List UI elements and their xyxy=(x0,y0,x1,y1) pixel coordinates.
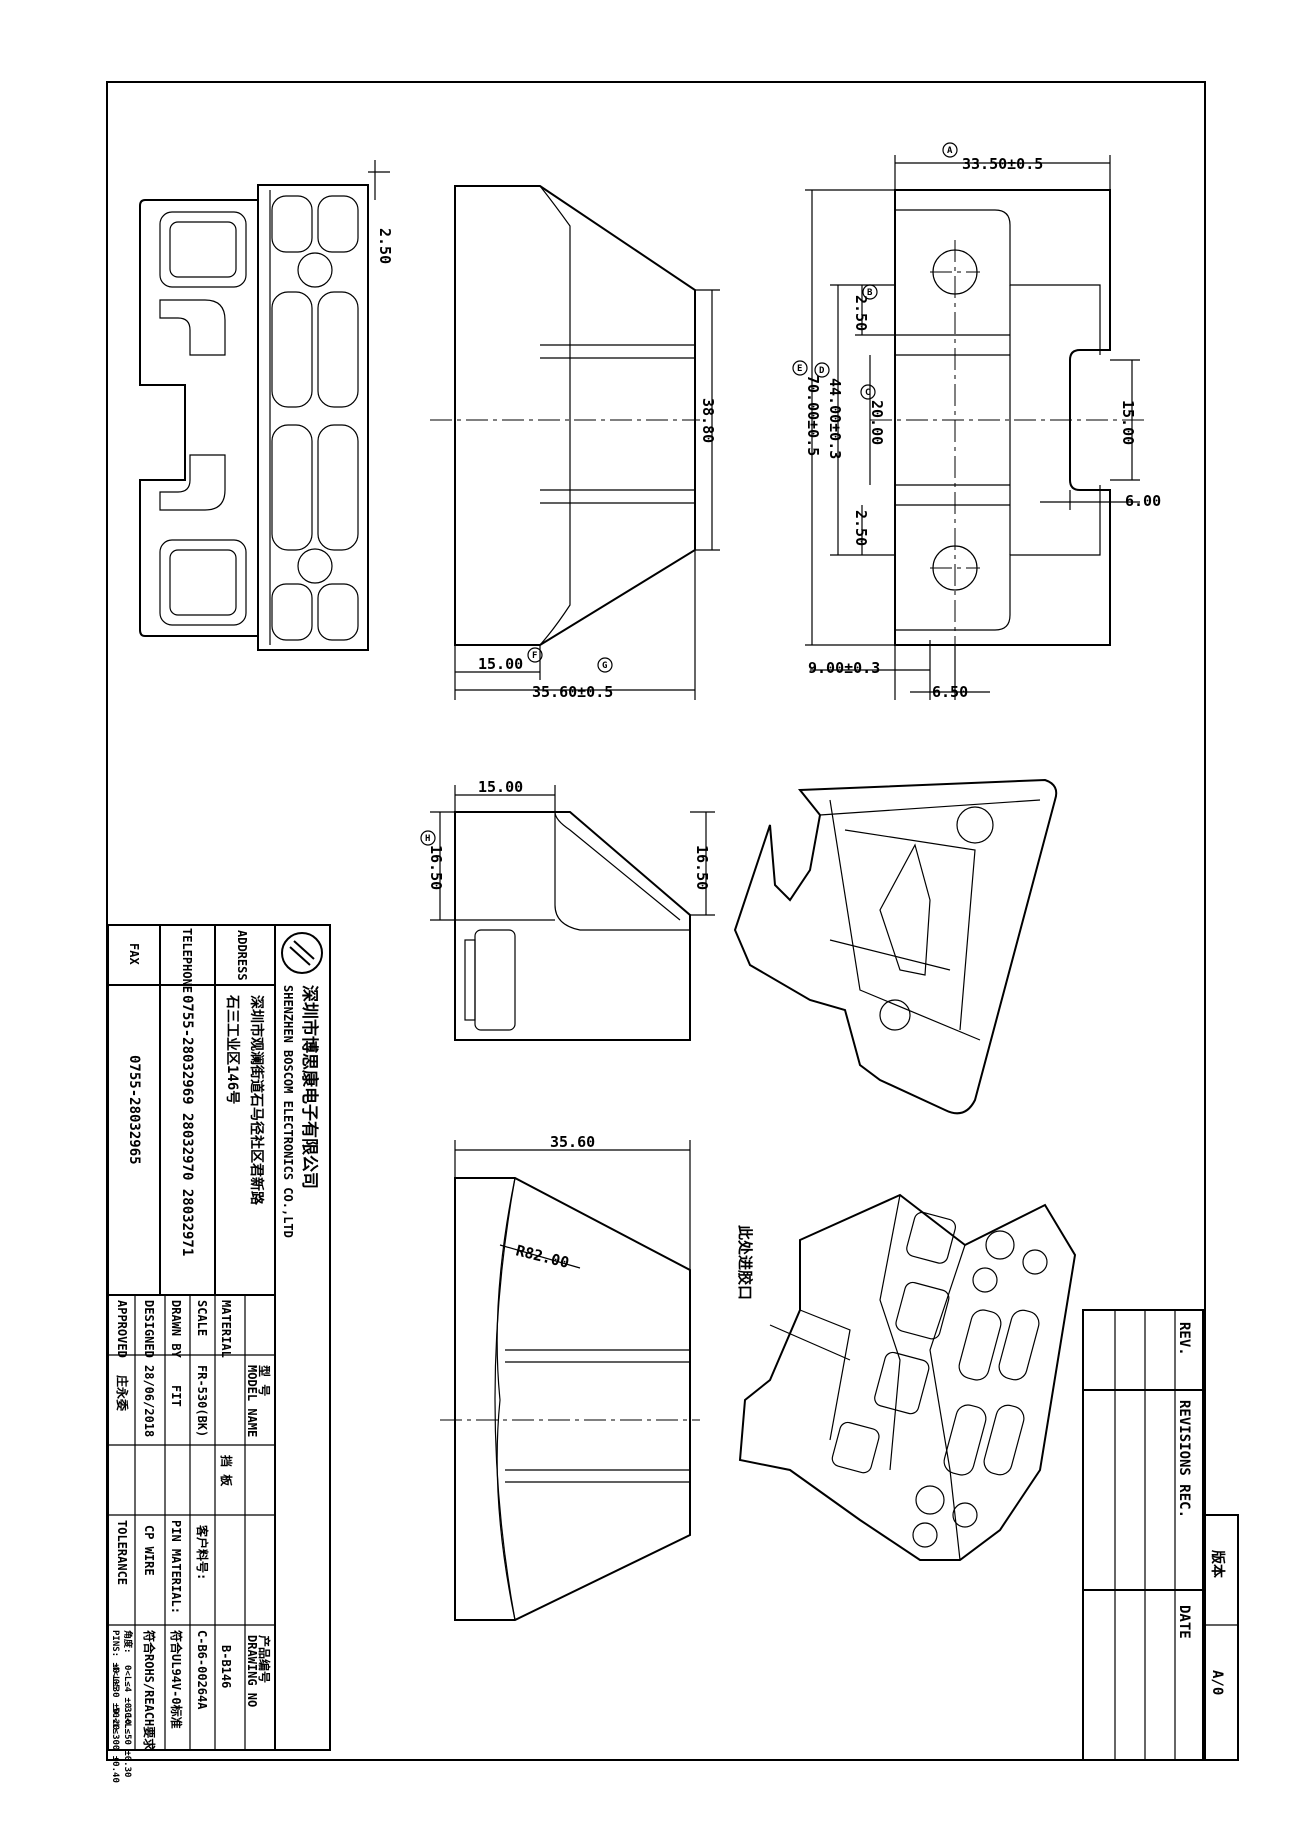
model-label-cn: 型 号 xyxy=(257,1365,272,1396)
telephone-value: 0755-28032969 28032970 28032971 xyxy=(179,995,195,1256)
tol-col1-a: 角度: xyxy=(122,1630,134,1653)
drawn-label: DRAWN BY xyxy=(169,1300,183,1359)
dim-right-6-50: 6.50 xyxy=(932,683,968,701)
iso-view-top xyxy=(733,778,1058,1115)
side-view: 15.00 16.50 H 16.50 xyxy=(420,778,715,1041)
address-line1: 深圳市观澜街道石马径社区君新路 xyxy=(248,995,265,1206)
drawing-no-label-en: DRAWING NO xyxy=(245,1635,259,1707)
address-line2: 石三工业区146号 xyxy=(224,994,240,1104)
dim-front-38-80: 38.80 xyxy=(699,398,717,443)
tolerance-label: TOLERANCE xyxy=(115,1520,129,1585)
dim-right-70-00: 70.00±0.5 xyxy=(804,375,822,456)
dim-right-44-00: 44.00±0.3 xyxy=(826,378,844,459)
model-value: 挡 板 xyxy=(219,1455,234,1487)
fax-value: 0755-28032965 xyxy=(126,1055,142,1165)
designed-label: DESIGNED xyxy=(142,1300,156,1358)
iso-view-bottom: 此处进胶口 xyxy=(736,1193,1077,1561)
tol-col2-a: 0<L≤4 ±0.10 xyxy=(122,1665,132,1725)
dim-side-16-50-right: 16.50 xyxy=(693,845,711,890)
approved-label: APPROVED xyxy=(115,1300,129,1358)
tol-col3-a: 30<L≤50 ±0.30 xyxy=(122,1707,132,1777)
dim-bottom-35-60: 35.60 xyxy=(550,1133,595,1151)
dim-front-35-60: 35.60±0.5 xyxy=(532,683,613,701)
date-label: DATE xyxy=(1176,1605,1192,1639)
rev-label: REV. xyxy=(1176,1322,1192,1356)
customer-no-label: 客户料号: xyxy=(195,1524,210,1580)
dim-side-15-00: 15.00 xyxy=(478,778,523,796)
drawing-no-label-cn: 产品编号 xyxy=(257,1635,272,1683)
front-view: 38.80 15.00 35.60±0.5 F G xyxy=(430,185,720,701)
label-right-b: B xyxy=(867,288,873,298)
fax-label: FAX xyxy=(127,943,141,965)
company-name-cn: 深圳市博思康电子有限公司 xyxy=(299,985,320,1189)
title-block: 深圳市博思康电子有限公司 SHENZHEN BOSCOM ELECTRONICS… xyxy=(107,924,331,1783)
dim-front-15-00: 15.00 xyxy=(478,655,523,673)
tol-col2-b: 4<L≤30 ±0.20 xyxy=(110,1665,120,1730)
top-view: 2.50 xyxy=(139,160,394,651)
designed-value: 庄永委 xyxy=(115,1375,130,1412)
drawn-value: 28/06/2018 xyxy=(142,1365,156,1437)
dim-right-15-00: 15.00 xyxy=(1119,400,1137,445)
cp-wire-label: CP WIRE xyxy=(142,1525,156,1576)
dim-right-2-50-a: 2.50 xyxy=(852,295,870,331)
tol-col3-b: 50<L≤300 ±0.40 xyxy=(110,1707,120,1783)
drawing-no-value: B-B146 xyxy=(219,1645,233,1688)
version-label: 版本 xyxy=(1209,1550,1226,1579)
right-view: 33.50±0.5 A 70.00±0.5 E 44.00±0.3 D 2.50… xyxy=(792,142,1161,701)
bottom-view: 35.60 R82.00 xyxy=(440,1133,700,1621)
dim-right-33-50: 33.50±0.5 xyxy=(962,155,1043,173)
pin-material-value: 符合UL94V-0标准 xyxy=(169,1630,184,1729)
revision-block: REV. REVISIONS REC. DATE 版本 A/0 xyxy=(1082,1309,1239,1761)
label-right-c: C xyxy=(865,388,870,398)
dim-top-2-50: 2.50 xyxy=(376,228,394,264)
dim-right-9-00: 9.00±0.3 xyxy=(808,659,880,677)
pin-material-label: PIN MATERIAL: xyxy=(169,1520,183,1614)
model-label-en: MODEL NAME xyxy=(245,1365,259,1437)
material-label: MATERIAL xyxy=(219,1300,233,1358)
label-right-a: A xyxy=(947,146,953,156)
iso-gate-note: 此处进胶口 xyxy=(736,1225,754,1300)
customer-no-value: C-B6-00264A xyxy=(195,1630,209,1710)
dim-bottom-radius: R82.00 xyxy=(514,1241,571,1272)
scale-label: SCALE xyxy=(195,1300,209,1336)
tol-col1-b: PINS: ±0.05 xyxy=(110,1630,120,1690)
label-front-g: G xyxy=(602,661,607,671)
revisions-label: REVISIONS REC. xyxy=(1176,1400,1192,1518)
label-side-h: H xyxy=(425,834,430,844)
label-right-e: E xyxy=(797,364,802,374)
version-value: A/0 xyxy=(1209,1670,1225,1695)
label-right-d: D xyxy=(819,366,825,376)
drawing-frame xyxy=(106,81,1206,1761)
company-name-en: SHENZHEN BOSCOM ELECTRONICS CO.,LTD xyxy=(281,985,295,1238)
material-value: FR-530(BK) xyxy=(195,1365,209,1437)
telephone-label: TELEPHONE xyxy=(180,928,194,993)
address-label: ADDRESS xyxy=(235,930,249,981)
label-front-f: F xyxy=(532,651,537,661)
dim-right-20-00: 20.00 xyxy=(868,400,886,445)
dim-right-2-50-b: 2.50 xyxy=(852,510,870,546)
cp-wire-value: 符合ROHS/REACH要求 xyxy=(142,1630,157,1751)
scale-value: FIT xyxy=(169,1385,183,1407)
dim-right-6-00: 6.00 xyxy=(1125,492,1161,510)
dim-side-16-50-left: 16.50 xyxy=(427,845,445,890)
